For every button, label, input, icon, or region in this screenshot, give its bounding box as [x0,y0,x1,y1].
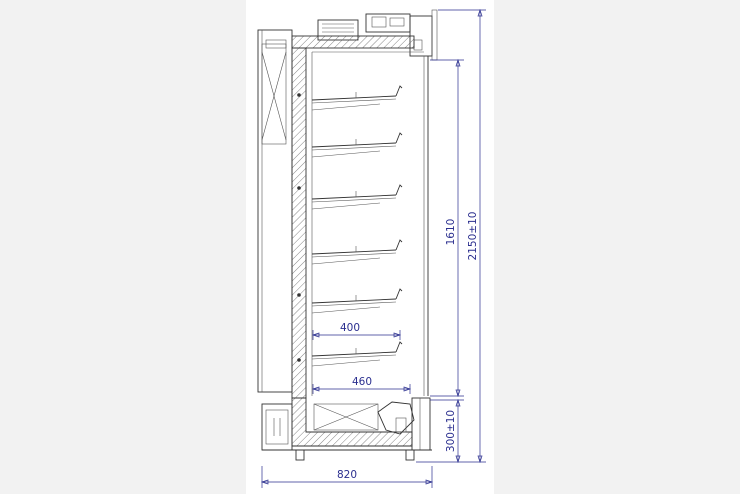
total-width-label: 820 [337,469,357,481]
right-margin [494,0,740,494]
shelves [311,85,403,367]
shelf-4 [311,239,403,265]
dimension-lines [260,8,486,488]
left-margin [0,0,246,494]
display-height-label: 1610 [445,219,457,246]
base-unit [261,397,432,461]
shelf-2 [311,132,403,158]
base-height-label: 300±10 [445,410,457,452]
shelf-1 [311,85,403,111]
shelf-6 [311,341,403,367]
shelf-3 [311,184,403,210]
shelf-5 [311,288,403,314]
total-height-label: 2150±10 [467,212,479,261]
shelf-depth-lower-label: 460 [352,376,372,388]
shelf-depth-upper-label: 400 [340,322,360,334]
